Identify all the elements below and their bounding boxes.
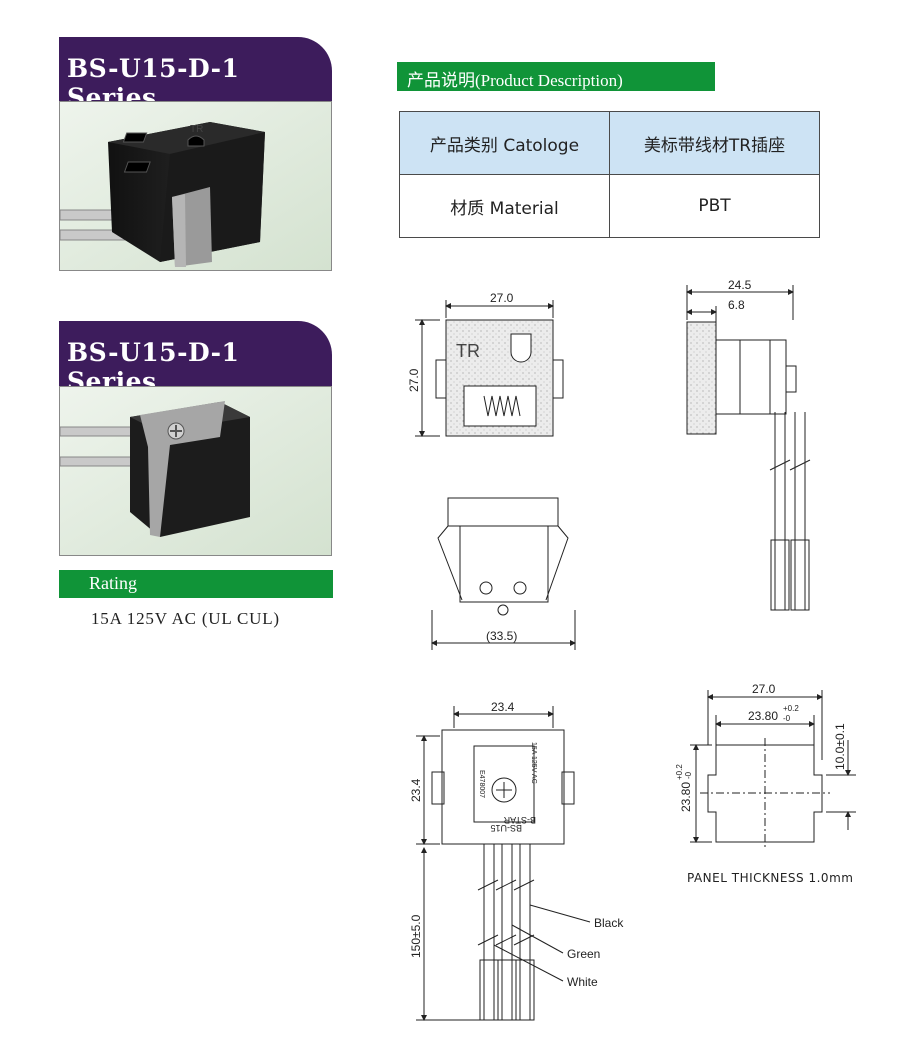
cert-marking: E478007	[478, 770, 485, 798]
cutout-vertical-tol: +0.2	[675, 764, 684, 780]
lead-length-dim: 150±5.0	[409, 914, 423, 958]
product-description-header: 产品说明(Product Description)	[397, 62, 715, 91]
cutout-inner-tol: +0.2	[783, 704, 799, 713]
catalog-label: 产品类别 Catologe	[399, 111, 610, 175]
rating-label-bar: Rating	[59, 570, 333, 598]
front-height-dim: 27.0	[407, 368, 421, 392]
table-row: 材质 Material PBT	[399, 174, 820, 238]
socket-front-photo: TR	[59, 101, 332, 271]
series-title-1: BS-U15-D-1 Series	[59, 37, 332, 112]
top-width-dim: (33.5)	[486, 629, 517, 643]
wire-label-white: White	[567, 975, 598, 989]
back-view	[416, 706, 591, 1021]
brand-marking: B-STAR	[503, 815, 536, 825]
cutout-vertical-dim: 23.80	[679, 782, 693, 812]
product-table: 产品类别 Catologe 美标带线材TR插座 材质 Material PBT	[399, 111, 820, 238]
back-width-dim: 23.4	[491, 700, 515, 714]
rating-value: 15A 125V AC (UL CUL)	[91, 609, 280, 628]
cutout-vertical-tol-low: -0	[684, 771, 693, 779]
rating-marking: 15A 125V AC	[530, 742, 537, 784]
technical-drawings: 27.0 27.0 TR 24.5 6.8 (33.5) 23.4 23.4 1…	[407, 278, 856, 1021]
front-width-dim: 27.0	[490, 291, 514, 305]
tr-mark: TR	[456, 341, 480, 361]
back-height-dim: 23.4	[409, 778, 423, 802]
model-marking: BS-U15	[490, 823, 522, 833]
wire-label-green: Green	[567, 947, 600, 961]
material-value: PBT	[609, 174, 820, 238]
side-flange-dim: 6.8	[728, 298, 745, 312]
cutout-outer-dim: 27.0	[752, 682, 776, 696]
tr-engraving: TR	[190, 124, 203, 135]
cutout-inner-dim: 23.80	[748, 709, 778, 723]
wire-label-black: Black	[594, 916, 624, 930]
side-overall-dim: 24.5	[728, 278, 752, 292]
table-row: 产品类别 Catologe 美标带线材TR插座	[399, 111, 820, 175]
socket-back-photo	[59, 386, 332, 556]
panel-cutout	[690, 690, 856, 848]
cutout-inner-tol-low: -0	[783, 714, 791, 723]
side-view	[686, 285, 811, 611]
front-view	[415, 300, 564, 437]
cutout-notch-dim: 10.0±0.1	[833, 723, 847, 770]
top-view	[431, 497, 576, 650]
series-title-2: BS-U15-D-1 Series	[59, 321, 332, 396]
panel-thickness-note: PANEL THICKNESS 1.0mm	[687, 871, 854, 885]
material-label: 材质 Material	[399, 174, 610, 238]
catalog-value: 美标带线材TR插座	[609, 111, 820, 175]
